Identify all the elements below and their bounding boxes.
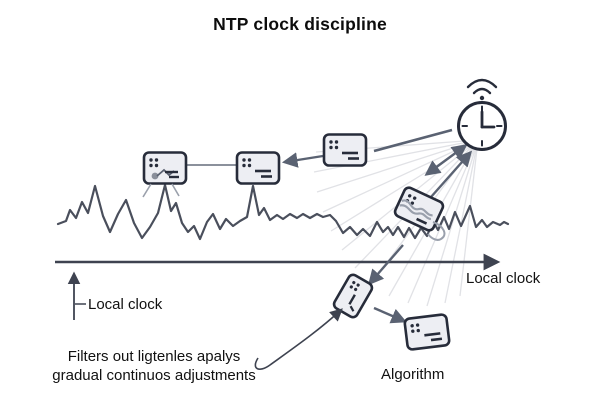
annotation-arrow — [254, 308, 343, 370]
filter-annotation-line2: gradual continuos adjustments — [52, 367, 256, 384]
axis-label-local-clock-vertical: Local clock — [88, 296, 163, 313]
packet-icon-2 — [235, 151, 281, 185]
scribble-tail — [427, 221, 446, 241]
packet-icon-5 — [332, 273, 374, 319]
packet-icon-1 — [142, 151, 188, 185]
filter-annotation-line1: Filters out ligtenles apalys — [67, 348, 241, 365]
line-clock-to-packet3 — [373, 128, 453, 153]
arrow-packet5-to-packet6 — [373, 306, 407, 324]
arrow-down-to-packet5 — [367, 244, 404, 286]
wavy-scribble — [401, 199, 433, 217]
clock-noise-signal — [56, 183, 510, 241]
packet1-legs — [142, 183, 180, 198]
diagram-title: NTP clock discipline — [213, 14, 387, 34]
filter-annotation: Filters out ligtenles apalys gradual con… — [45, 347, 263, 385]
arrow-packet3-to-packet2 — [281, 152, 324, 168]
message-path — [187, 128, 473, 324]
packet-icon-4 — [393, 186, 445, 232]
local-clock-axis-arrow — [67, 271, 86, 320]
clock-hands — [480, 110, 496, 129]
clock-icon — [457, 101, 507, 151]
wavy-scribble — [399, 204, 432, 221]
wifi-icon — [466, 78, 498, 101]
packet-icon-6 — [403, 313, 451, 351]
packet-icon-3 — [322, 133, 368, 167]
gray-dot — [151, 172, 159, 180]
axis-label-local-clock-horizontal: Local clock — [466, 270, 541, 287]
arrow-packet4-to-clock — [430, 150, 473, 198]
algorithm-label: Algorithm — [381, 366, 445, 383]
